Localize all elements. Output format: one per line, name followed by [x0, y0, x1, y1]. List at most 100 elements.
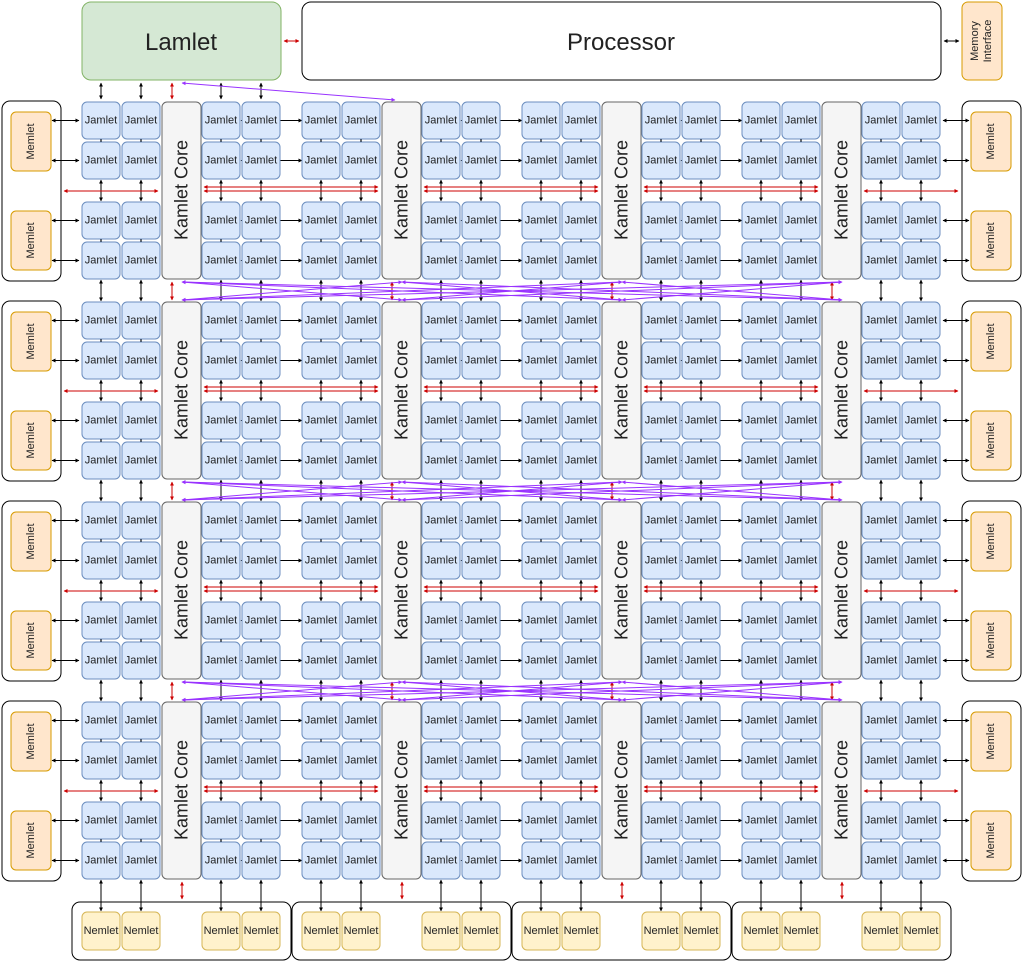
- jamlet: Jamlet: [421, 641, 461, 680]
- jamlet-label: Jamlet: [785, 215, 817, 227]
- jamlet-label: Jamlet: [525, 715, 557, 727]
- jamlet: Jamlet: [341, 801, 381, 840]
- jamlet-label: Jamlet: [205, 555, 237, 567]
- jamlet: Jamlet: [201, 801, 241, 840]
- jamlet-label: Jamlet: [425, 455, 457, 467]
- memlet: Memlet: [10, 810, 52, 871]
- memlet-label: Memlet: [25, 222, 37, 258]
- jamlet-label: Jamlet: [245, 515, 277, 527]
- jamlet: Jamlet: [561, 301, 601, 340]
- jamlet-label: Jamlet: [525, 755, 557, 767]
- jamlet-label: Jamlet: [785, 255, 817, 267]
- processor-block: Processor: [301, 1, 942, 81]
- jamlet-label: Jamlet: [205, 315, 237, 327]
- kamlet-core-label: Kamlet Core: [612, 540, 632, 640]
- jamlet-label: Jamlet: [565, 415, 597, 427]
- jamlet: Jamlet: [301, 841, 341, 880]
- jamlet: Jamlet: [901, 441, 941, 480]
- jamlet-label: Jamlet: [565, 115, 597, 127]
- purple-links: [181, 81, 843, 702]
- jamlet: Jamlet: [781, 101, 821, 140]
- jamlet: Jamlet: [681, 541, 721, 580]
- jamlet: Jamlet: [421, 301, 461, 340]
- memlet-group-right: [961, 500, 1022, 682]
- jamlet: Jamlet: [901, 541, 941, 580]
- jamlet: Jamlet: [741, 101, 781, 140]
- jamlet: Jamlet: [641, 301, 681, 340]
- jamlet: Jamlet: [201, 201, 241, 240]
- jamlet-label: Jamlet: [645, 215, 677, 227]
- jamlet-label: Jamlet: [345, 555, 377, 567]
- jamlet-label: Jamlet: [85, 515, 117, 527]
- jamlet: Jamlet: [301, 701, 341, 740]
- jamlet: Jamlet: [301, 241, 341, 280]
- jamlet-label: Jamlet: [85, 255, 117, 267]
- jamlet-label: Jamlet: [465, 115, 497, 127]
- jamlet-label: Jamlet: [645, 715, 677, 727]
- jamlet-label: Jamlet: [645, 815, 677, 827]
- jamlet: Jamlet: [861, 801, 901, 840]
- jamlet: Jamlet: [641, 541, 681, 580]
- jamlet: Jamlet: [741, 501, 781, 540]
- jamlet-label: Jamlet: [745, 655, 777, 667]
- jamlet: Jamlet: [201, 841, 241, 880]
- jamlet-label: Jamlet: [245, 715, 277, 727]
- jamlet-label: Jamlet: [205, 215, 237, 227]
- jamlet-label: Jamlet: [865, 755, 897, 767]
- lamlet-label: Lamlet: [145, 29, 217, 56]
- nemlet: Nemlet: [461, 911, 501, 951]
- kamlet-core-label: Kamlet Core: [612, 140, 632, 240]
- jamlet: Jamlet: [241, 601, 281, 640]
- memlet-label: Memlet: [985, 123, 997, 159]
- nemlet: Nemlet: [421, 911, 461, 951]
- jamlet: Jamlet: [341, 101, 381, 140]
- jamlet: Jamlet: [521, 501, 561, 540]
- jamlet-label: Jamlet: [305, 455, 337, 467]
- jamlet: Jamlet: [561, 101, 601, 140]
- jamlet: Jamlet: [81, 141, 121, 180]
- jamlet-label: Jamlet: [905, 755, 937, 767]
- jamlet: Jamlet: [681, 601, 721, 640]
- jamlet-label: Jamlet: [345, 855, 377, 867]
- kamlet-core-label: Kamlet Core: [172, 740, 192, 840]
- jamlet-label: Jamlet: [785, 355, 817, 367]
- jamlet-label: Jamlet: [745, 115, 777, 127]
- jamlet: Jamlet: [201, 301, 241, 340]
- jamlet-label: Jamlet: [465, 615, 497, 627]
- jamlet: Jamlet: [241, 401, 281, 440]
- jamlet: Jamlet: [901, 501, 941, 540]
- jamlet-label: Jamlet: [205, 455, 237, 467]
- jamlet-label: Jamlet: [645, 355, 677, 367]
- jamlet: Jamlet: [121, 301, 161, 340]
- jamlet: Jamlet: [781, 601, 821, 640]
- jamlet-label: Jamlet: [785, 755, 817, 767]
- memlet-label: Memlet: [25, 822, 37, 858]
- jamlet-label: Jamlet: [465, 715, 497, 727]
- jamlet: Jamlet: [741, 841, 781, 880]
- nemlet: Nemlet: [781, 911, 821, 951]
- jamlet: Jamlet: [561, 641, 601, 680]
- jamlet: Jamlet: [201, 501, 241, 540]
- jamlet-label: Jamlet: [465, 515, 497, 527]
- jamlet: Jamlet: [421, 741, 461, 780]
- jamlet: Jamlet: [461, 701, 501, 740]
- jamlet-label: Jamlet: [305, 155, 337, 167]
- jamlet-label: Jamlet: [245, 615, 277, 627]
- jamlet-label: Jamlet: [465, 655, 497, 667]
- jamlet-label: Jamlet: [85, 455, 117, 467]
- jamlet-label: Jamlet: [85, 555, 117, 567]
- kamlet-core-label: Kamlet Core: [612, 740, 632, 840]
- jamlet: Jamlet: [861, 501, 901, 540]
- jamlet-label: Jamlet: [685, 715, 717, 727]
- jamlet: Jamlet: [901, 641, 941, 680]
- jamlet: Jamlet: [561, 741, 601, 780]
- nemlet: Nemlet: [741, 911, 781, 951]
- jamlet-label: Jamlet: [645, 315, 677, 327]
- jamlet-label: Jamlet: [645, 855, 677, 867]
- jamlet: Jamlet: [681, 401, 721, 440]
- jamlet-label: Jamlet: [685, 615, 717, 627]
- jamlet: Jamlet: [81, 441, 121, 480]
- jamlet: Jamlet: [81, 701, 121, 740]
- nemlet-label: Nemlet: [344, 925, 379, 937]
- jamlet-label: Jamlet: [85, 215, 117, 227]
